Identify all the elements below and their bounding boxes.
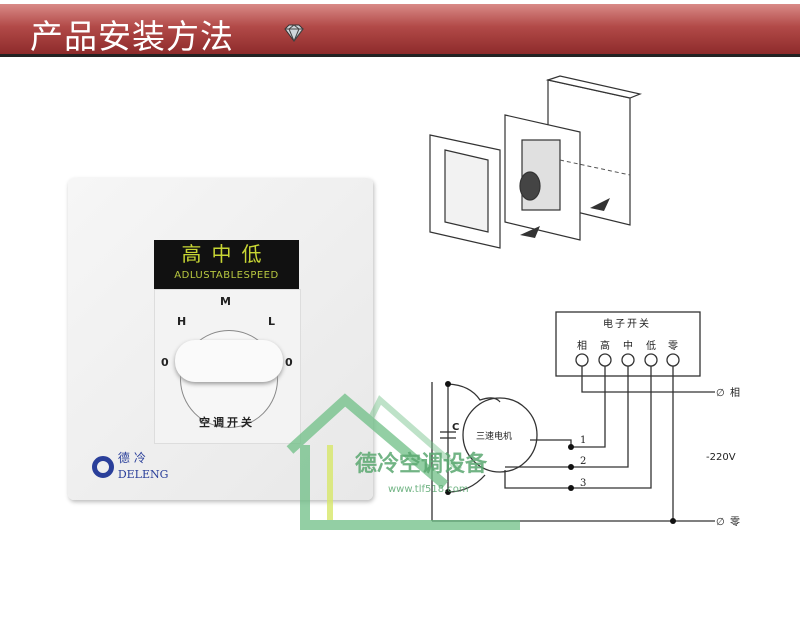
terminal-label: 零 bbox=[668, 340, 678, 352]
display-cn: 高中低 bbox=[181, 242, 272, 266]
live-symbol: ∅ bbox=[716, 388, 725, 399]
neutral-symbol: ∅ bbox=[716, 517, 725, 528]
switch-caption: 空调开关 bbox=[199, 416, 255, 429]
section-title: 产品安装方法 bbox=[30, 17, 234, 56]
wire-label: 3 bbox=[580, 478, 586, 489]
section-header: 产品安装方法 bbox=[0, 4, 800, 57]
wire-label: 1 bbox=[580, 435, 586, 446]
brand-en: DELENG bbox=[117, 468, 169, 481]
diamond-icon bbox=[284, 24, 304, 42]
display-en: ADLUSTABLESPEED bbox=[174, 270, 279, 281]
pos-m: M bbox=[220, 295, 231, 308]
watermark-house-icon bbox=[286, 393, 520, 530]
capacitor-label: C bbox=[452, 422, 459, 433]
live-label: 相 bbox=[730, 386, 740, 399]
brand-logo: 德冷 DELENG bbox=[92, 450, 168, 483]
brand-cn: 德冷 bbox=[117, 451, 150, 465]
brand-icon bbox=[92, 455, 114, 478]
pos-h: H bbox=[177, 315, 187, 328]
terminal-label: 中 bbox=[623, 339, 633, 352]
box-title: 电子开关 bbox=[603, 317, 651, 330]
pos-0-left: 0 bbox=[161, 356, 169, 369]
terminal-label: 高 bbox=[600, 339, 610, 352]
terminal-label: 低 bbox=[646, 339, 656, 352]
watermark-name: 德冷空调设备 bbox=[355, 452, 488, 477]
watermark-url: www.tlf518.com bbox=[388, 484, 469, 495]
pos-l: L bbox=[268, 315, 276, 328]
neutral-label: 零 bbox=[730, 516, 740, 528]
pos-0-right: 0 bbox=[285, 356, 293, 369]
knob-handle[interactable] bbox=[175, 340, 283, 382]
speed-display: 高中低 ADLUSTABLESPEED bbox=[154, 240, 299, 289]
voltage-label: -220V bbox=[706, 452, 736, 463]
wire-label: 2 bbox=[580, 456, 586, 467]
motor-label: 三速电机 bbox=[476, 430, 512, 442]
terminal-label: 相 bbox=[577, 339, 587, 352]
